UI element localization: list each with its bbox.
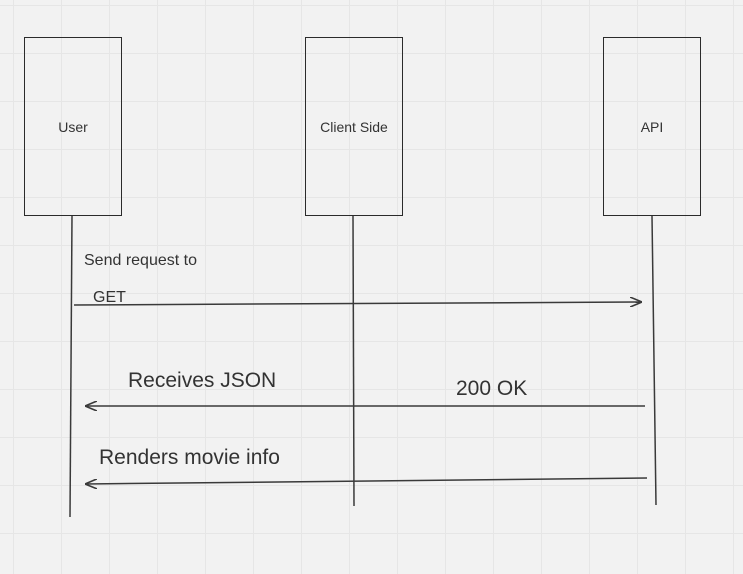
message-label-status: 200 OK bbox=[456, 377, 528, 400]
message-arrow-render bbox=[86, 477, 648, 484]
participant-user-label: User bbox=[58, 118, 88, 135]
lifeline-api bbox=[651, 215, 657, 506]
lifeline-user bbox=[69, 215, 73, 518]
message-label-method: GET bbox=[93, 289, 126, 306]
message-label-render: Renders movie info bbox=[99, 446, 280, 469]
participant-api[interactable]: API bbox=[603, 37, 701, 216]
participant-api-label: API bbox=[640, 118, 664, 135]
message-arrow-request bbox=[73, 302, 641, 305]
participant-user[interactable]: User bbox=[24, 37, 122, 216]
lifeline-client bbox=[352, 215, 355, 507]
participant-client-side[interactable]: Client Side bbox=[305, 37, 403, 216]
participant-client-side-label: Client Side bbox=[320, 118, 388, 135]
message-label-request: Send request to bbox=[84, 252, 197, 269]
message-label-response: Receives JSON bbox=[128, 369, 277, 392]
